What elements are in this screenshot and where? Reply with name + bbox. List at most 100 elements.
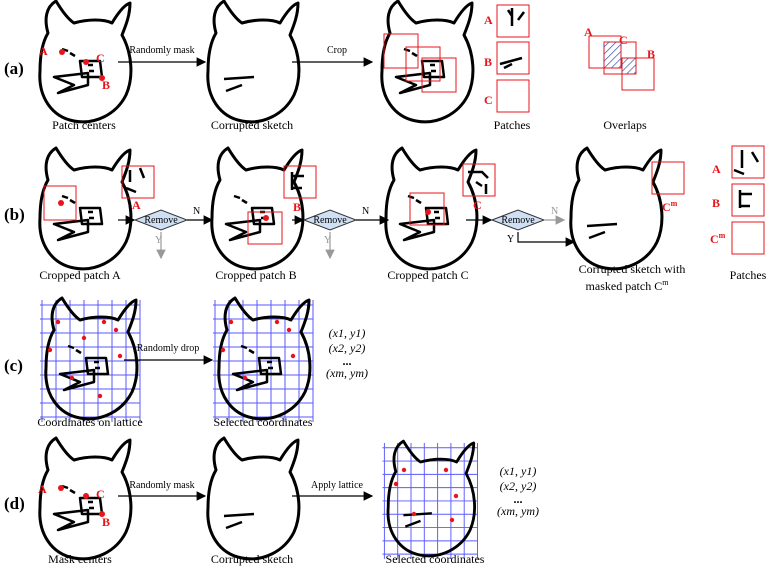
branch-n-3: N <box>551 206 559 217</box>
selected-dot-d-3 <box>453 493 459 499</box>
crop-label-cm: Cm <box>662 199 677 215</box>
crop-label-c: C <box>473 198 482 212</box>
crop-thumb-a <box>121 165 155 199</box>
mask-point-label-c: C <box>96 487 105 501</box>
caption-coordinates-on-lattice: Coordinates on lattice <box>37 415 143 429</box>
coord-d-ellipsis: ... <box>513 492 523 506</box>
mask-dot-a <box>58 485 64 491</box>
lattice-dot-1 <box>55 319 61 325</box>
decision-remove-2: Remove <box>313 215 347 226</box>
caption-corrupted-sketch-d: Corrupted sketch <box>210 552 294 566</box>
lattice-dot-5 <box>97 393 103 399</box>
patch-thumb-a <box>496 4 530 38</box>
crop-label-a: A <box>132 198 141 212</box>
lattice-dot-4 <box>69 375 75 381</box>
caption-overlaps: Overlaps <box>603 118 647 132</box>
arrow-label-randomly-drop: Randomly drop <box>136 343 200 354</box>
crop-thumb-b <box>283 165 317 199</box>
patch-thumb-c <box>496 79 530 113</box>
stack-thumb-b <box>731 183 765 217</box>
mask-point-label-a: A <box>38 482 47 496</box>
arrow-label-randomly-mask: Randomly mask <box>129 45 195 56</box>
overlap-label-c: C <box>619 33 628 47</box>
coord-2: (x2, y2) <box>328 341 366 355</box>
sketch-masked-cm <box>571 148 662 269</box>
crop-box-a <box>383 33 419 69</box>
crop-box-c <box>405 46 441 82</box>
mask-dot-b <box>99 511 105 517</box>
stack-label-cm-sup: m <box>718 231 726 240</box>
caption-patches-b: Patches <box>729 268 767 282</box>
crop-label-b: B <box>293 200 302 214</box>
masked-thumb-cm <box>651 161 685 195</box>
crop-label-cm-sup: m <box>670 199 678 208</box>
selected-dot-2 <box>274 319 280 325</box>
decision-remove-3: Remove <box>501 215 535 226</box>
lattice-dot-7 <box>81 335 87 341</box>
selected-dot-d-1 <box>401 467 407 473</box>
row-label-b: (b) <box>4 205 25 224</box>
sketch-corrupted-d <box>208 438 299 559</box>
row-label-c: (c) <box>4 356 23 375</box>
lattice-dot-3 <box>117 353 123 359</box>
stack-thumb-cm <box>731 221 765 255</box>
caption-masked-patch-text: masked patch C <box>585 279 663 293</box>
coord-m: (xm, ym) <box>326 366 368 380</box>
caption-cropped-patch-a: Cropped patch A <box>39 268 121 282</box>
coord-list-d: (x1, y1) (x2, y2) ... (xm, ym) <box>493 464 543 519</box>
arrow-label-crop: Crop <box>327 45 347 56</box>
lattice-dot-6 <box>47 347 53 353</box>
crop-frame-c <box>409 192 445 226</box>
caption-patch-centers: Patch centers <box>52 118 116 132</box>
lattice-dot-8 <box>113 327 119 333</box>
selected-dot-4 <box>242 375 248 381</box>
crop-thumb-c <box>462 163 496 197</box>
stack-b-stroke <box>738 190 752 208</box>
crop-frame-a <box>43 185 77 221</box>
patch-b-stroke <box>499 56 523 70</box>
patch-label-a: A <box>484 13 493 27</box>
crop-thumb-b-stroke <box>290 172 304 190</box>
arrow-label-randomly-mask-d: Randomly mask <box>129 480 195 491</box>
center-dot-c <box>83 59 89 65</box>
selected-dot-3 <box>290 353 296 359</box>
sketch-crop <box>382 1 473 122</box>
patch-label-c: C <box>484 93 493 107</box>
center-dot-a <box>59 49 65 55</box>
row-label-d: (d) <box>4 494 25 513</box>
branch-y-1: Y <box>155 235 163 246</box>
sketch-lattice-selected <box>219 298 310 419</box>
coord-d-1: (x1, y1) <box>499 464 537 478</box>
stack-thumb-a <box>731 145 765 179</box>
branch-y-3: Y <box>507 234 515 245</box>
row-label-a: (a) <box>4 59 24 78</box>
selected-dot-d-2 <box>443 467 449 473</box>
lattice-dot-2 <box>101 319 107 325</box>
coord-1: (x1, y1) <box>328 326 366 340</box>
crop-dot-a <box>58 200 64 206</box>
branch-n-1: N <box>193 206 201 217</box>
crop-label-cm-text: C <box>662 200 671 214</box>
sketch-lattice-full <box>46 298 137 419</box>
crop-dot-c <box>425 209 431 215</box>
stack-label-cm-text: C <box>710 232 719 246</box>
overlap-label-a: A <box>584 25 593 39</box>
branch-n-2: N <box>362 206 370 217</box>
coord-d-2: (x2, y2) <box>499 479 537 493</box>
overlap-hatch-cb <box>622 58 636 74</box>
stack-label-a: A <box>712 162 721 176</box>
arrow-label-apply-lattice: Apply lattice <box>311 480 363 491</box>
selected-dot-1 <box>228 319 234 325</box>
crop-thumb-a-stroke <box>125 167 146 194</box>
caption-selected-coordinates-d: Selected coordinates <box>385 552 485 566</box>
patch-a-stroke <box>506 8 525 26</box>
caption-cropped-patch-b: Cropped patch B <box>215 268 297 282</box>
selected-dot-d-5 <box>393 481 399 487</box>
point-label-b: B <box>102 78 111 92</box>
stack-label-b: B <box>712 196 721 210</box>
coord-ellipsis: ... <box>342 354 352 368</box>
sketch-corrupted <box>208 1 299 122</box>
arrow-decision-3-y <box>517 232 576 247</box>
